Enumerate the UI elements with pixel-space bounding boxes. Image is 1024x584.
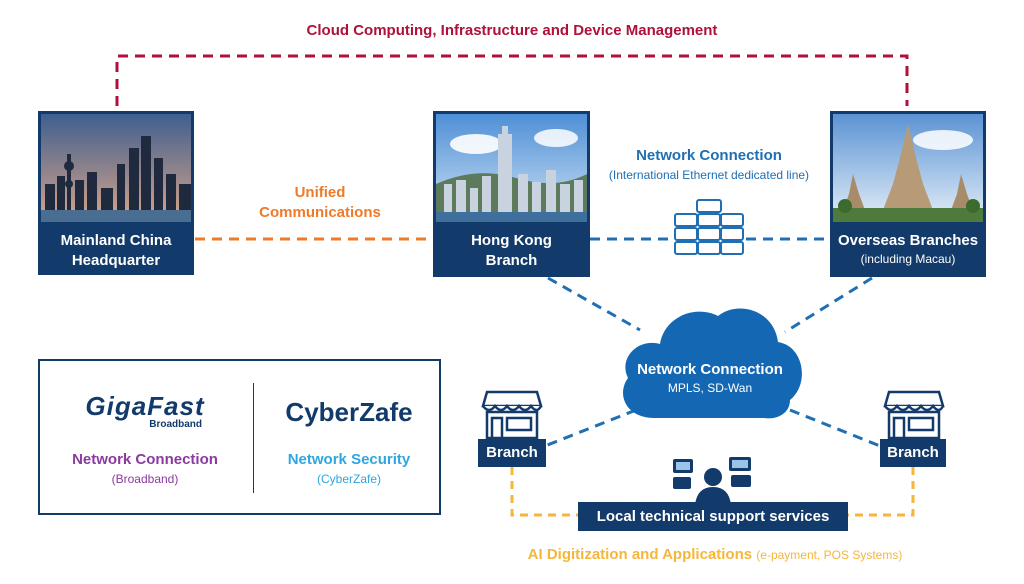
branch-left-label: Branch bbox=[478, 439, 546, 467]
branch-right-label: Branch bbox=[880, 439, 946, 467]
support-bracket-left bbox=[510, 467, 578, 517]
hong-kong-node: Hong Kong Branch bbox=[433, 111, 590, 277]
cloud-management-title: Cloud Computing, Infrastructure and Devi… bbox=[306, 22, 718, 39]
temple-image bbox=[833, 114, 983, 222]
cloud-management-bracket bbox=[115, 54, 909, 106]
hong-kong-label-line2: Branch bbox=[485, 252, 538, 269]
hong-kong-skyline-image bbox=[436, 114, 587, 222]
shanghai-skyline-image bbox=[41, 114, 191, 222]
server-rack-icon bbox=[674, 199, 744, 255]
mainland-china-node: Mainland China Headquarter bbox=[38, 111, 194, 275]
hk-cloud-line bbox=[547, 276, 641, 332]
ai-sub-text: (e-payment, POS Systems) bbox=[756, 548, 903, 562]
unified-line2: Communications bbox=[259, 204, 381, 221]
overseas-label-line1: Overseas Branches bbox=[837, 232, 979, 249]
gigafast-sub: (Broadband) bbox=[111, 472, 179, 486]
cloud-sub: MPLS, SD-Wan bbox=[667, 381, 753, 395]
overseas-branches-node: Overseas Branches (including Macau) bbox=[830, 111, 986, 277]
cyberzafe-logo: CyberZafe bbox=[285, 397, 413, 427]
overseas-cloud-line bbox=[784, 276, 873, 334]
cloud-icon bbox=[623, 308, 802, 419]
technician-with-screens-icon bbox=[673, 457, 751, 505]
storefront-icon bbox=[883, 390, 945, 440]
gigafast-title: Network Connection bbox=[72, 451, 218, 468]
gigafast-logo-sub: Broadband bbox=[149, 419, 202, 430]
hong-kong-label-line1: Hong Kong bbox=[471, 232, 552, 249]
unified-line1: Unified bbox=[294, 184, 346, 201]
ai-main-text: AI Digitization and Applications bbox=[527, 546, 753, 563]
partner-divider bbox=[253, 383, 254, 493]
support-bracket-right bbox=[848, 467, 915, 517]
local-support-box: Local technical support services bbox=[578, 502, 848, 531]
ai-digitization-label: AI Digitization and Applications (e-paym… bbox=[500, 546, 930, 563]
mainland-label-line2: Headquarter bbox=[71, 252, 161, 269]
cloud-title: Network Connection bbox=[637, 361, 783, 378]
gigafast-logo-text: GigaFast bbox=[85, 391, 205, 421]
mainland-label-line1: Mainland China bbox=[60, 232, 172, 249]
network-connection-top-sub: (International Ethernet dedicated line) bbox=[608, 168, 810, 182]
overseas-label-line2: (including Macau) bbox=[860, 252, 956, 266]
unified-communications-label: Unified Communications bbox=[230, 183, 410, 223]
gigafast-logo: GigaFast Broadband bbox=[70, 391, 220, 430]
cyberzafe-sub: (CyberZafe) bbox=[316, 472, 381, 486]
cyberzafe-title: Network Security bbox=[287, 451, 411, 468]
network-connection-top-title: Network Connection bbox=[636, 147, 782, 164]
storefront-icon bbox=[481, 390, 543, 440]
partner-box: GigaFast Broadband Network Connection (B… bbox=[38, 359, 441, 515]
